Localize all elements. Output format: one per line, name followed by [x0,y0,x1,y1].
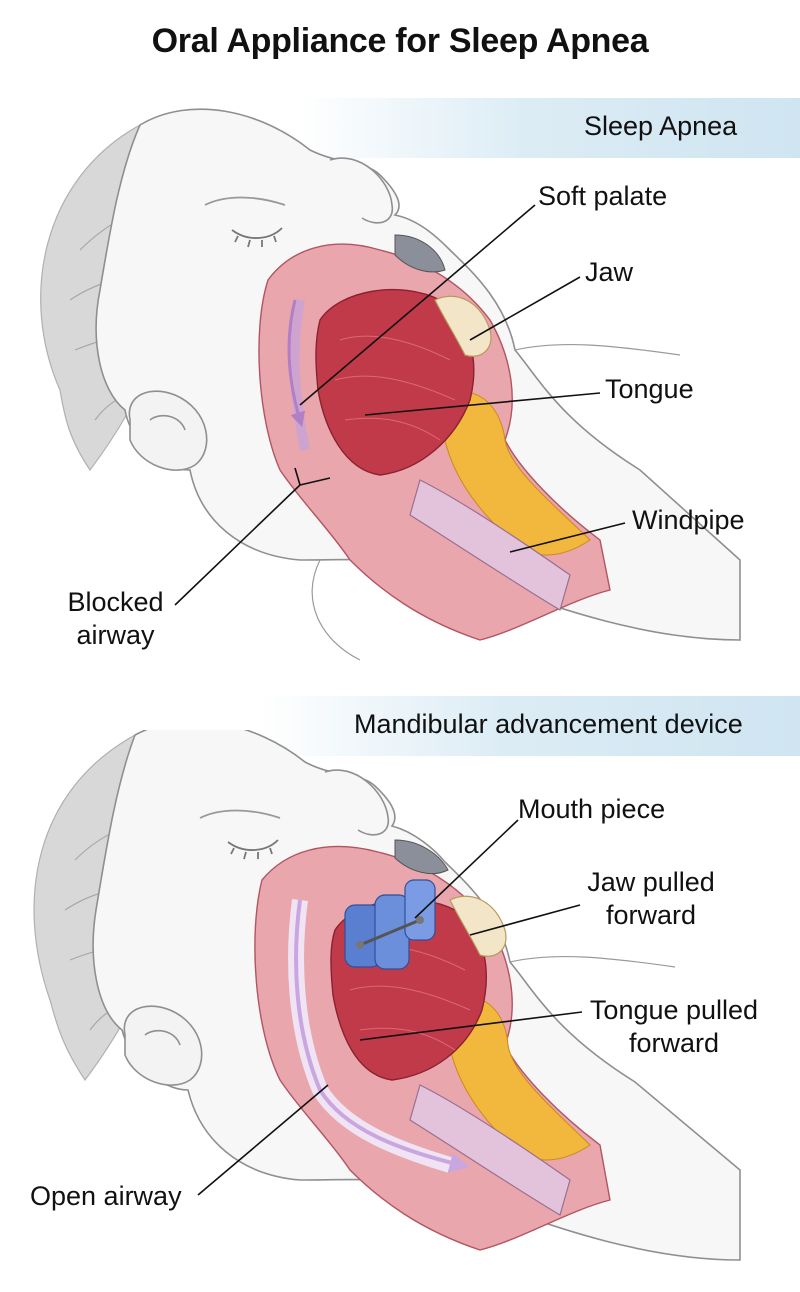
illustration-sleep-apnea [40,108,741,661]
leader-lines-bottom [197,819,583,1196]
label-jaw-pulled-forward: Jaw pulled forward [578,866,724,932]
label-tongue-pulled-forward: Tongue pulled forward [584,994,764,1060]
jaw-bone-bottom [449,895,507,957]
label-jaw-pulled-line2: forward [605,900,697,930]
label-tongue: Tongue [605,374,694,404]
nose-bottom [324,769,390,836]
label-soft-palate: Soft palate [538,181,668,211]
label-blocked-airway: Blocked airway [58,586,173,652]
label-tongue-pulled-line1: Tongue pulled [589,995,759,1025]
section-header-mandibular-device: Mandibular advancement device [354,709,743,739]
label-jaw: Jaw [585,257,634,287]
label-blocked-airway-line1: Blocked [67,587,164,617]
page-title: Oral Appliance for Sleep Apnea [151,22,649,60]
ear-bottom [123,1005,203,1086]
jaw-bone [434,295,492,357]
label-tongue-pulled-line2: forward [628,1028,720,1058]
leader-lines-top [174,204,626,606]
label-windpipe: Windpipe [632,505,745,535]
ear [128,390,208,471]
label-blocked-airway-line2: airway [76,620,155,650]
label-open-airway: Open airway [30,1181,182,1211]
header-band-bottom [260,696,800,756]
mouth-piece-device [344,879,436,970]
section-header-sleep-apnea: Sleep Apnea [584,111,738,141]
label-jaw-pulled-line1: Jaw pulled [587,867,715,897]
windpipe-shape [409,479,571,611]
label-mouth-piece: Mouth piece [518,794,666,824]
header-band-top [300,98,800,158]
closed-eye [204,196,286,248]
closed-eye-bottom [199,809,281,860]
cross-section-bottom [254,839,611,1251]
cross-section [258,234,611,641]
illustration-mandibular-device [33,730,741,1261]
nose [329,157,394,224]
